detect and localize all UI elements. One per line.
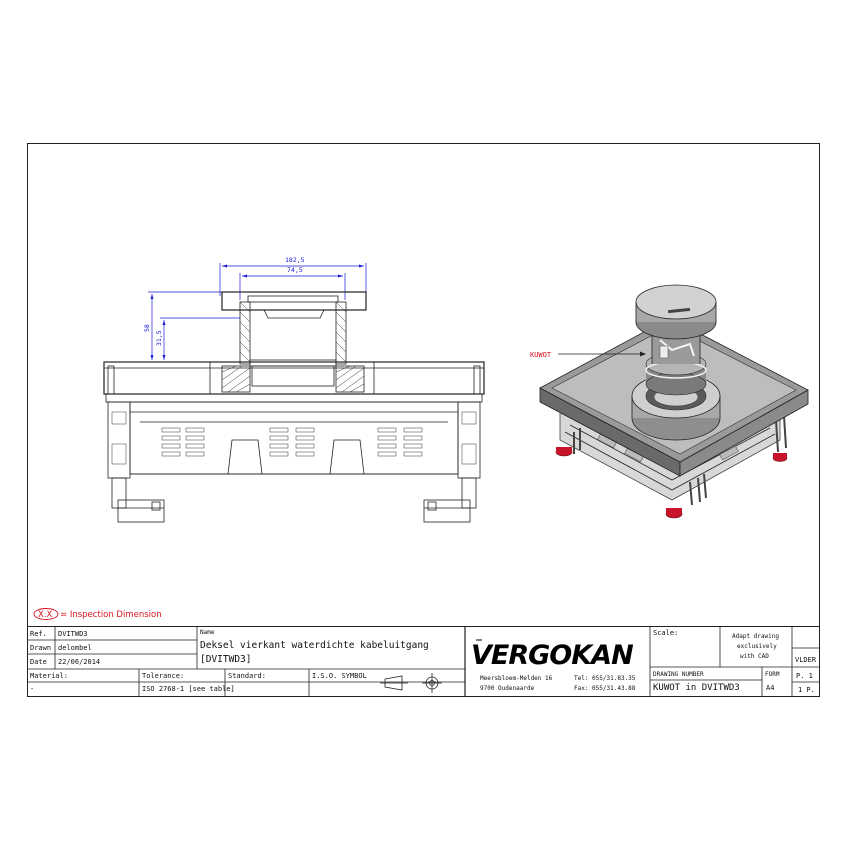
tolerance-value: ISO 2768-1 [see table] <box>142 685 235 693</box>
drawing-number-label: DRAWING NUMBER <box>653 671 704 678</box>
address-line-2: 9700 Oudenaarde <box>480 685 535 692</box>
lid-tray-section <box>103 361 485 395</box>
note-line-2: exclusively <box>737 643 777 650</box>
tolerance-label: Tolerance: <box>142 672 184 680</box>
date-label: Date <box>30 658 47 666</box>
name-line-1: Deksel vierkant waterdichte kabeluitgang <box>200 640 429 651</box>
dim-width-inner: 74,5 <box>287 266 303 274</box>
phone-number: Tel: 055/31.83.35 <box>574 675 636 682</box>
dim-height-part: 31,5 <box>155 330 163 346</box>
callout-kuwot: KUWOT <box>530 351 552 359</box>
vlder-label: VLDER <box>795 656 817 664</box>
material-value: - <box>30 685 34 693</box>
isometric-3d-view: KUWOT <box>530 284 809 519</box>
name-line-2: [DVITWD3] <box>200 654 251 665</box>
page-number: P. 1 <box>796 672 813 680</box>
form-value: A4 <box>766 684 774 692</box>
iso-symbol-label: I.S.O. SYMBOL <box>312 672 367 680</box>
note-line-1: Adapt drawing <box>732 633 779 640</box>
date-value: 22/06/2014 <box>58 658 100 666</box>
material-label: Material: <box>30 672 68 680</box>
inspection-legend-text: = Inspection Dimension <box>60 610 162 620</box>
front-section-view: 182,5 74,5 58 31,5 <box>103 256 485 523</box>
ref-value: DVITWD3 <box>58 630 88 638</box>
dim-width-outer: 182,5 <box>285 256 305 264</box>
drawn-label: Drawn <box>30 644 51 652</box>
cable-outlet-cap-section <box>221 291 367 367</box>
title-block: Ref. DVITWD3 Drawn delombel Date 22/06/2… <box>27 626 820 697</box>
ref-label: Ref. <box>30 630 47 638</box>
page-count: 1 P. <box>798 686 815 694</box>
inspection-dimension-legend: X.X = Inspection Dimension <box>33 608 162 620</box>
dimension-lines: 182,5 74,5 58 31,5 <box>143 256 367 363</box>
drawn-value: delombel <box>58 644 92 652</box>
form-label: FORM <box>765 671 780 678</box>
scale-label: Scale: <box>653 629 678 637</box>
company-name: VERGOKAN <box>471 640 634 671</box>
company-logo: VERGOKAN <box>471 639 635 671</box>
address-line-1: Meersbloem-Melden 16 <box>480 675 553 682</box>
cap-slot <box>667 307 691 314</box>
iso-projection-symbol <box>380 673 442 693</box>
fax-number: Fax: 055/31.43.88 <box>574 685 636 692</box>
inspection-symbol-text: X.X <box>38 610 53 620</box>
floor-box-body-section <box>105 393 483 479</box>
name-label: Name <box>200 629 215 636</box>
adjustable-feet <box>111 477 477 523</box>
note-line-3: with CAD <box>740 653 769 660</box>
dim-height-total: 58 <box>143 324 151 332</box>
cap-top <box>635 284 717 320</box>
standard-label: Standard: <box>228 672 266 680</box>
drawing-number-value: KUWOT in DVITWD3 <box>653 683 740 693</box>
inspection-symbol <box>33 608 59 620</box>
